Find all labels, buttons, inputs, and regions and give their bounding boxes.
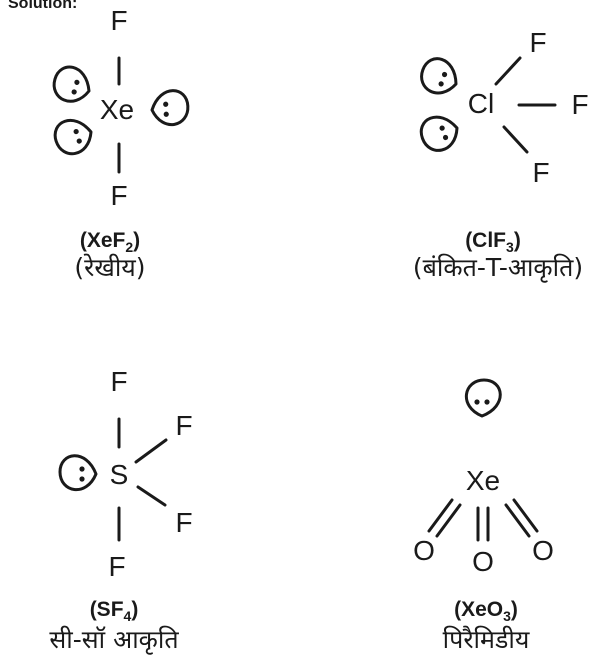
xef2-structure: F Xe F (XeF2) (रेखीय) xyxy=(48,5,191,282)
xef2-lone-pair-right xyxy=(149,88,191,128)
xeo3-bond-left-a xyxy=(427,498,454,533)
sf4-shape-label: सी-सॉ आकृति xyxy=(49,625,179,655)
sf4-lone-pair-left xyxy=(58,454,98,492)
xeo3-bond-right-b xyxy=(512,498,539,533)
clf3-formula: (ClF3) xyxy=(465,229,521,255)
sf4-ligand-lower-right: F xyxy=(175,507,192,538)
xeo3-ligand-middle: O xyxy=(472,546,494,577)
xeo3-shape-label: पिरैमिडीय xyxy=(443,625,530,654)
sf4-ligand-bottom: F xyxy=(108,551,125,582)
clf3-ligand-right: F xyxy=(571,89,588,120)
xeo3-bond-right-a xyxy=(504,503,531,538)
xef2-formula: (XeF2) xyxy=(80,229,140,255)
xeo3-central-atom: Xe xyxy=(466,465,500,496)
xeo3-formula: (XeO3) xyxy=(454,598,518,624)
sf4-central-atom: S xyxy=(110,459,129,490)
xeo3-bond-left-b xyxy=(435,503,462,538)
clf3-bond-bottom xyxy=(502,125,529,154)
xef2-lone-pair-upper-left xyxy=(48,62,96,108)
xef2-ligand-top: F xyxy=(110,5,127,36)
sf4-ligand-top: F xyxy=(110,366,127,397)
clf3-ligand-top: F xyxy=(529,27,546,58)
xef2-shape-label: (रेखीय) xyxy=(74,253,145,282)
xef2-lone-pair-lower-left xyxy=(49,113,98,160)
clf3-central-atom: Cl xyxy=(468,88,494,119)
clf3-bond-top xyxy=(494,56,522,86)
clf3-structure: Cl F F F (ClF3) (बंकित-T-आकृति) xyxy=(413,27,589,283)
clf3-lone-pair-upper xyxy=(415,53,464,101)
sf4-formula: (SF4) xyxy=(90,598,139,624)
clf3-shape-label: (बंकित-T-आकृति) xyxy=(413,253,583,283)
sf4-bond-lower-right xyxy=(136,485,167,507)
xeo3-structure: Xe O O O (XeO3) पिरैमिडीय xyxy=(413,378,554,654)
xef2-ligand-bottom: F xyxy=(110,180,127,211)
solution-heading: Solution: xyxy=(8,0,77,12)
clf3-lone-pair-lower xyxy=(415,109,464,157)
xeo3-ligand-left: O xyxy=(413,535,435,566)
sf4-structure: F S F F F (SF4) सी-सॉ आकृति xyxy=(49,366,192,655)
sf4-ligand-upper-right: F xyxy=(175,410,192,441)
sf4-bond-upper-right xyxy=(134,438,168,464)
xeo3-ligand-right: O xyxy=(532,535,554,566)
clf3-ligand-bottom: F xyxy=(532,157,549,188)
xeo3-lone-pair-top xyxy=(464,378,502,418)
xef2-central-atom: Xe xyxy=(100,94,134,125)
